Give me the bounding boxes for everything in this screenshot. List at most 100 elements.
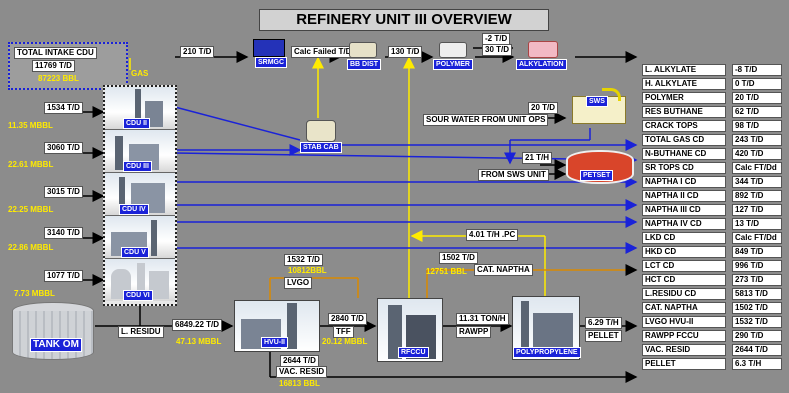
hvu-tag: HVU-II <box>261 337 288 348</box>
sws-tag: SWS <box>586 96 608 107</box>
cdu5-unit[interactable]: CDU V <box>105 216 175 259</box>
alkylation-tag: ALKYLATION <box>516 59 567 70</box>
tank-body-icon <box>12 311 94 360</box>
srmgc-unit[interactable]: SRMGC <box>249 37 291 68</box>
bbdist-unit[interactable]: BB DIST <box>341 38 385 70</box>
cdu3-unit[interactable]: CDU III <box>105 130 175 173</box>
cdu5-input-bbl: 22.86 MBBL <box>8 243 54 252</box>
sws-stack-icon <box>602 88 621 101</box>
srmgc-icon <box>253 39 285 57</box>
lvgo-label: LVGO <box>284 277 313 289</box>
cat-naptha-label: CAT. NAPTHA <box>474 264 533 276</box>
intake-bbl: 87223 BBL <box>38 74 79 83</box>
pellet-label: PELLET <box>585 330 622 342</box>
srmgc-tag: SRMGC <box>255 57 288 68</box>
product-value: 892 T/D <box>732 190 782 202</box>
product-name: NAPTHA II CD <box>642 190 726 202</box>
product-name: CAT. NAPTHA <box>642 302 726 314</box>
product-name: SR TOPS CD <box>642 162 726 174</box>
intake-td: 11769 T/D <box>32 60 75 72</box>
sws-unit[interactable]: SWS <box>568 88 628 128</box>
product-name: NAPTHA III CD <box>642 204 726 216</box>
petset-unit[interactable]: PETSET <box>564 146 634 186</box>
bbdist-tag: BB DIST <box>347 59 381 70</box>
product-name: LCT CD <box>642 260 726 272</box>
polymer-tag: POLYMER <box>433 59 473 70</box>
product-name: LVGO HVU-II <box>642 316 726 328</box>
tff-bbl: 20.12 MBBL <box>322 337 368 346</box>
hvu-unit[interactable]: HVU-II <box>234 300 320 352</box>
cdu6-input-bbl: 7.73 MBBL <box>14 289 55 298</box>
cdu3-input-td: 3060 T/D <box>44 142 83 154</box>
product-value: 0 T/D <box>732 78 782 90</box>
gas-label: GAS <box>131 69 149 78</box>
product-value: 849 T/D <box>732 246 782 258</box>
polymer-unit[interactable]: POLYMER <box>431 38 475 70</box>
product-name: NAPTHA I CD <box>642 176 726 188</box>
cat-naptha-td: 1502 T/D <box>439 252 478 264</box>
polymer-icon <box>439 42 467 58</box>
rawpp-label: RAWPP <box>456 326 492 338</box>
cat-naptha-bbl: 12751 BBL <box>426 267 467 276</box>
product-name: HKD CD <box>642 246 726 258</box>
product-name: N-BUTHANE CD <box>642 148 726 160</box>
polypropylene-tower-icon <box>521 301 529 353</box>
product-value: 420 T/D <box>732 148 782 160</box>
rfccu-unit[interactable]: RFCCU <box>377 298 443 362</box>
cdu5-input-td: 3140 T/D <box>44 227 83 239</box>
pc-flow: 4.01 T/H .PC <box>466 229 519 241</box>
cdu3-input-bbl: 22.61 MBBL <box>8 160 54 169</box>
product-value: 1532 T/D <box>732 316 782 328</box>
tank-tag: TANK OM <box>30 338 82 352</box>
product-value: 290 T/D <box>732 330 782 342</box>
tff-label: TFF <box>333 326 354 338</box>
cdu2-unit[interactable]: CDU II <box>105 87 175 130</box>
polypropylene-unit[interactable]: POLYPROPYLENE <box>512 296 581 360</box>
product-value: 5813 T/D <box>732 288 782 300</box>
cdu2-input-bbl: 11.35 MBBL <box>8 121 53 130</box>
product-value: 273 T/D <box>732 274 782 286</box>
product-value: 20 T/D <box>732 92 782 104</box>
cdu4-tag: CDU IV <box>119 204 149 215</box>
sws-flow: 20 T/D <box>528 102 559 114</box>
stabcab-unit[interactable]: STAB CAB <box>300 118 344 156</box>
flow-30: 30 T/D <box>482 44 513 56</box>
cdu6-unit[interactable]: CDU VI <box>105 259 175 301</box>
cdu6-input-td: 1077 T/D <box>44 270 83 282</box>
cdu6-tag: CDU VI <box>123 290 153 301</box>
pellet-td: 6.29 T/H <box>585 317 622 329</box>
from-sws-label: FROM SWS UNIT <box>478 169 549 181</box>
page-title: REFINERY UNIT III OVERVIEW <box>259 9 549 31</box>
product-name: TOTAL GAS CD <box>642 134 726 146</box>
alkylation-unit[interactable]: ALKYLATION <box>514 38 574 70</box>
product-value: 996 T/D <box>732 260 782 272</box>
product-value: 127 T/D <box>732 204 782 216</box>
product-name: RAWPP FCCU <box>642 330 726 342</box>
flow-130: 130 T/D <box>388 46 423 58</box>
product-name: HCT CD <box>642 274 726 286</box>
lvgo-bbl: 10812BBL <box>288 266 327 275</box>
vac-resid-bbl: 16813 BBL <box>279 379 320 388</box>
product-name: POLYMER <box>642 92 726 104</box>
polypropylene-tag: POLYPROPYLENE <box>513 347 581 358</box>
product-value: 2644 T/D <box>732 344 782 356</box>
product-value: -8 T/D <box>732 64 782 76</box>
product-value: 62 T/D <box>732 106 782 118</box>
cdu4-unit[interactable]: CDU IV <box>105 173 175 216</box>
product-name: L. ALKYLATE <box>642 64 726 76</box>
hvu-feed-bbl: 47.13 MBBL <box>176 337 222 346</box>
cdu6-tower-icon <box>137 263 145 299</box>
product-value: 1502 T/D <box>732 302 782 314</box>
hvu-tower-icon <box>287 303 297 349</box>
tank-unit[interactable]: TANK OM <box>10 302 95 364</box>
cdu5-tag: CDU V <box>121 247 149 258</box>
product-value: 13 T/D <box>732 218 782 230</box>
cdu4-tower-icon <box>119 177 125 213</box>
petset-tag: PETSET <box>580 170 614 181</box>
calc-failed: Calc Failed T/D <box>291 46 355 58</box>
product-name: RES BUTHANE <box>642 106 726 118</box>
rfccu-reactor-icon <box>388 305 402 359</box>
cdu3-tower-icon <box>115 136 123 170</box>
product-name: NAPTHA IV CD <box>642 218 726 230</box>
